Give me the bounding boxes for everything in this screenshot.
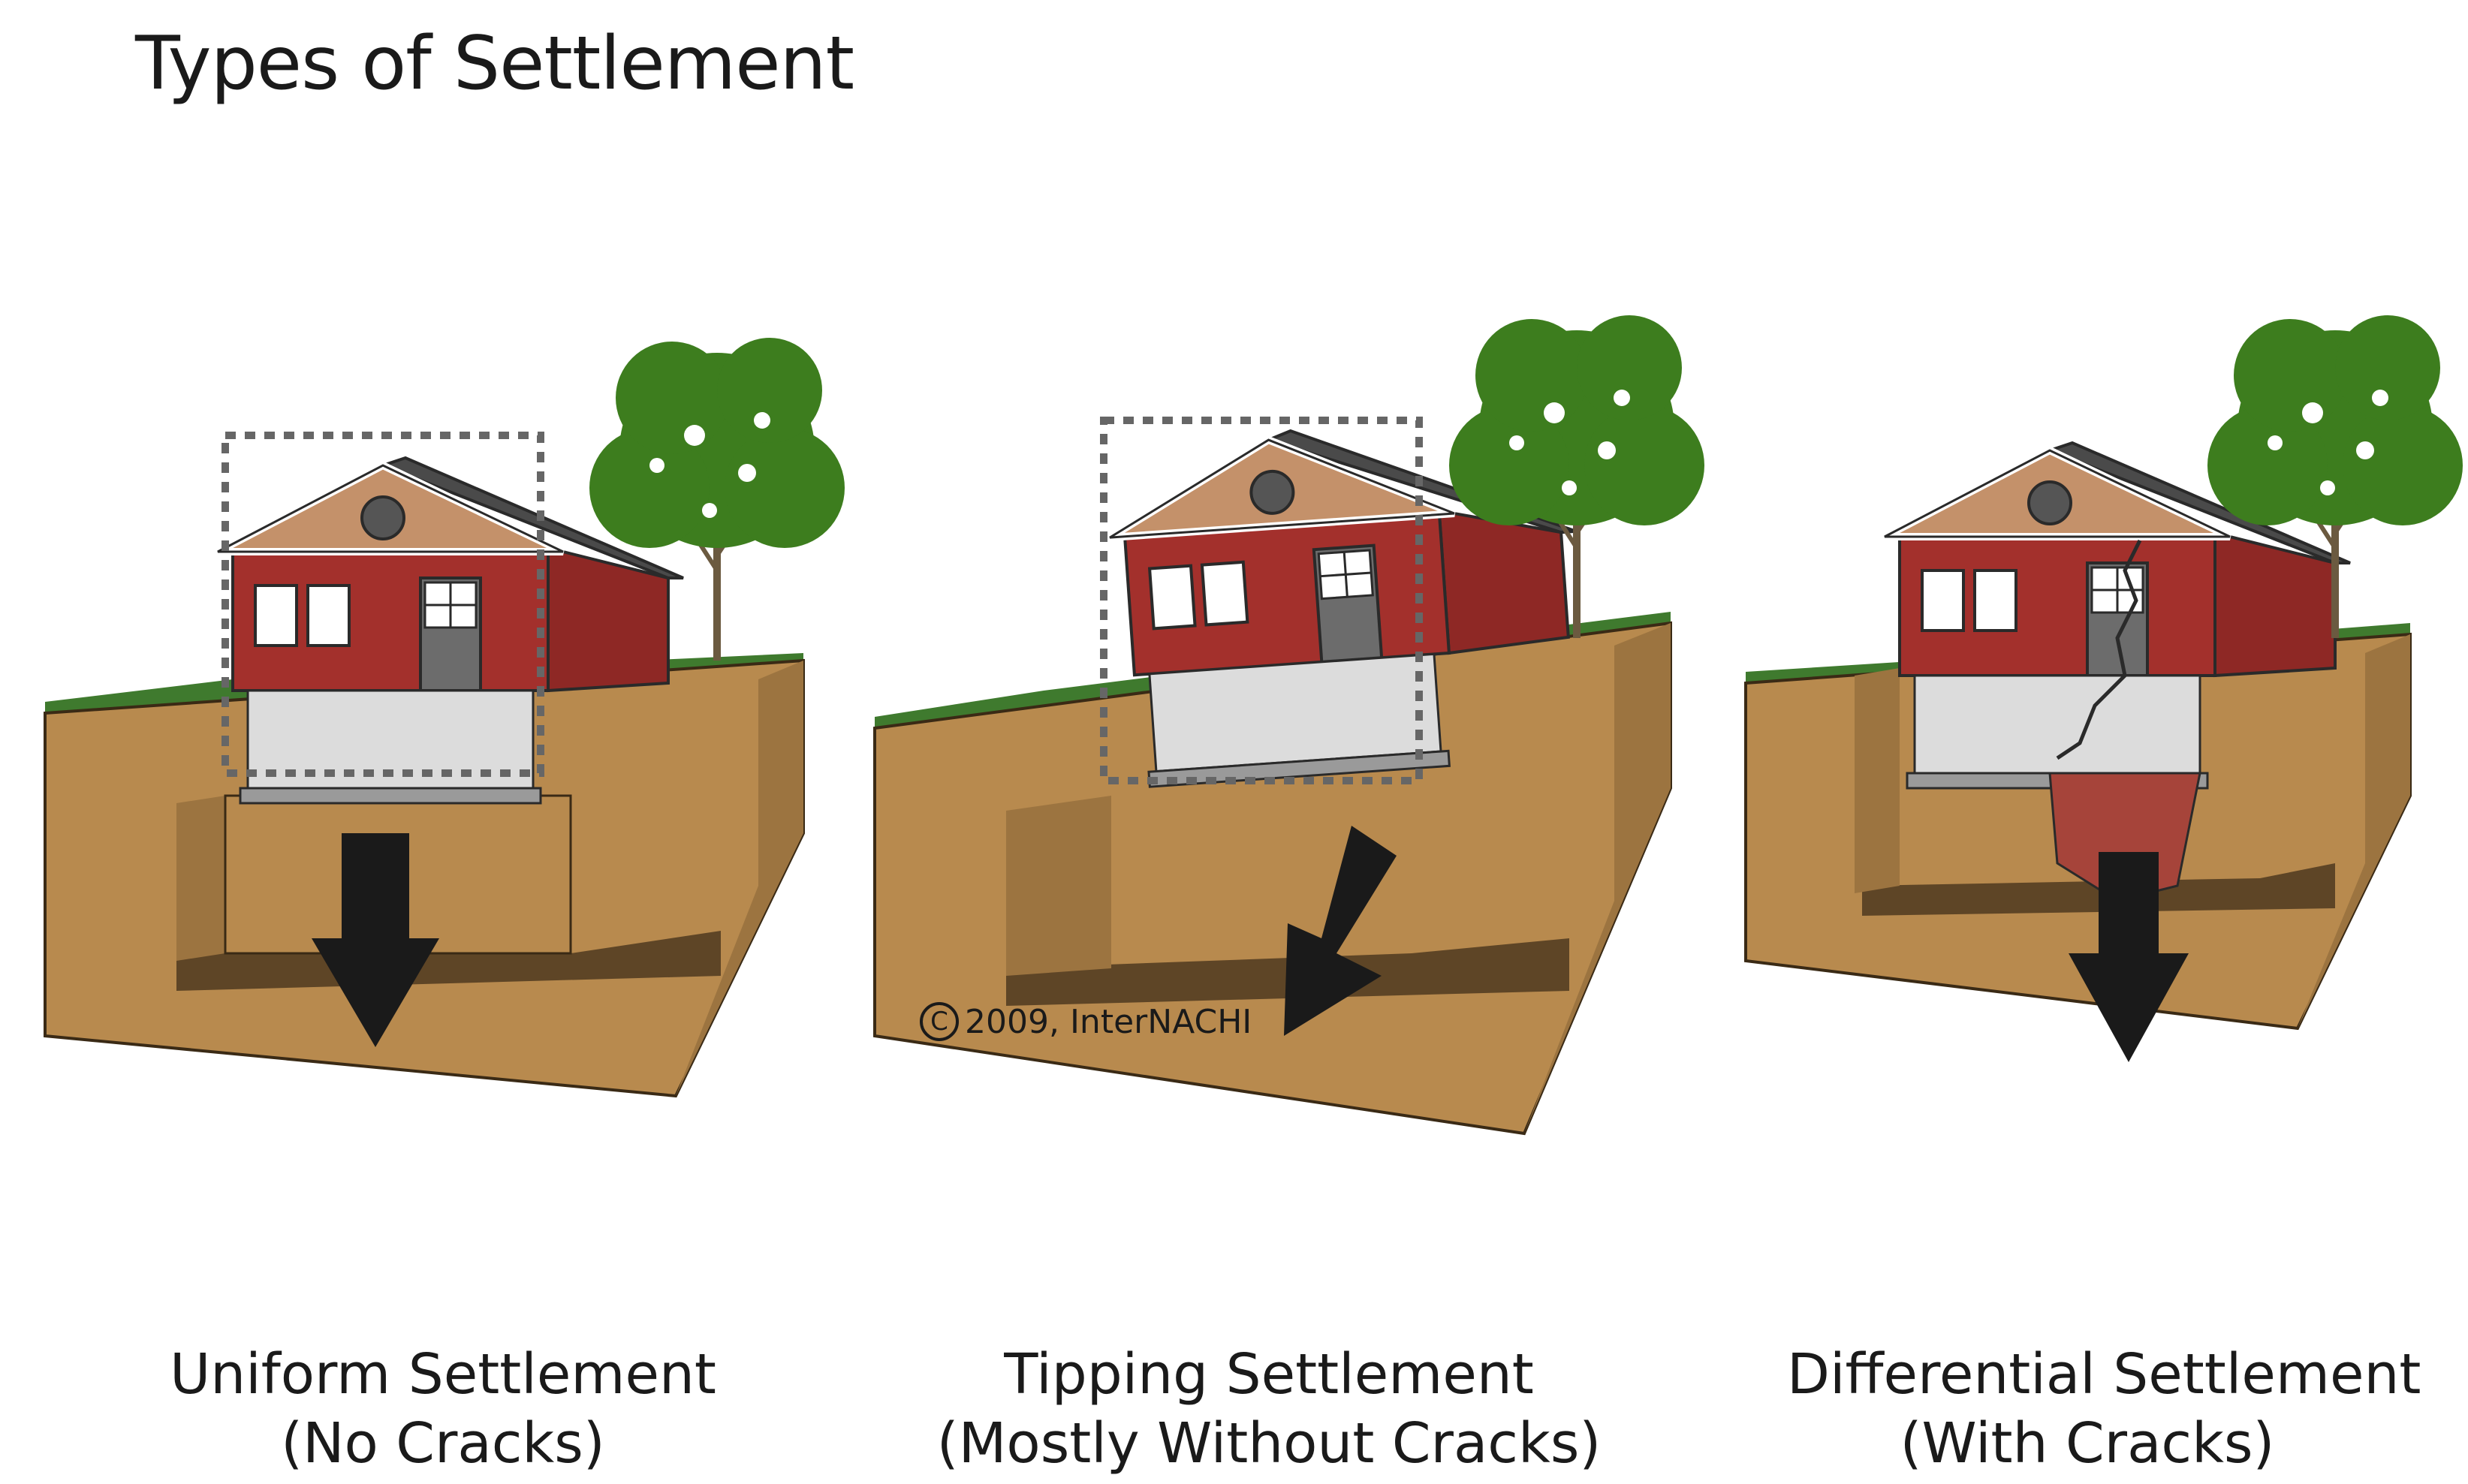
caption-tipping-title: Tipping Settlement: [931, 1340, 1607, 1409]
copyright-symbol: C: [920, 1002, 959, 1041]
caption-uniform: Uniform Settlement (No Cracks): [143, 1340, 743, 1478]
caption-differential-subtitle: (With Cracks): [1787, 1409, 2388, 1478]
panel-uniform: [45, 338, 845, 1096]
caption-tipping: Tipping Settlement (Mostly Without Crack…: [931, 1340, 1607, 1478]
panel-differential: [1746, 315, 2463, 1062]
copyright-notice: C 2009, InterNACHI: [920, 1002, 1252, 1041]
caption-uniform-subtitle: (No Cracks): [143, 1409, 743, 1478]
copyright-text: 2009, InterNACHI: [965, 1003, 1252, 1041]
caption-differential-title: Differential Settlement: [1787, 1340, 2388, 1409]
caption-differential: Differential Settlement (With Cracks): [1787, 1340, 2388, 1478]
caption-tipping-subtitle: (Mostly Without Cracks): [931, 1409, 1607, 1478]
caption-uniform-title: Uniform Settlement: [143, 1340, 743, 1409]
